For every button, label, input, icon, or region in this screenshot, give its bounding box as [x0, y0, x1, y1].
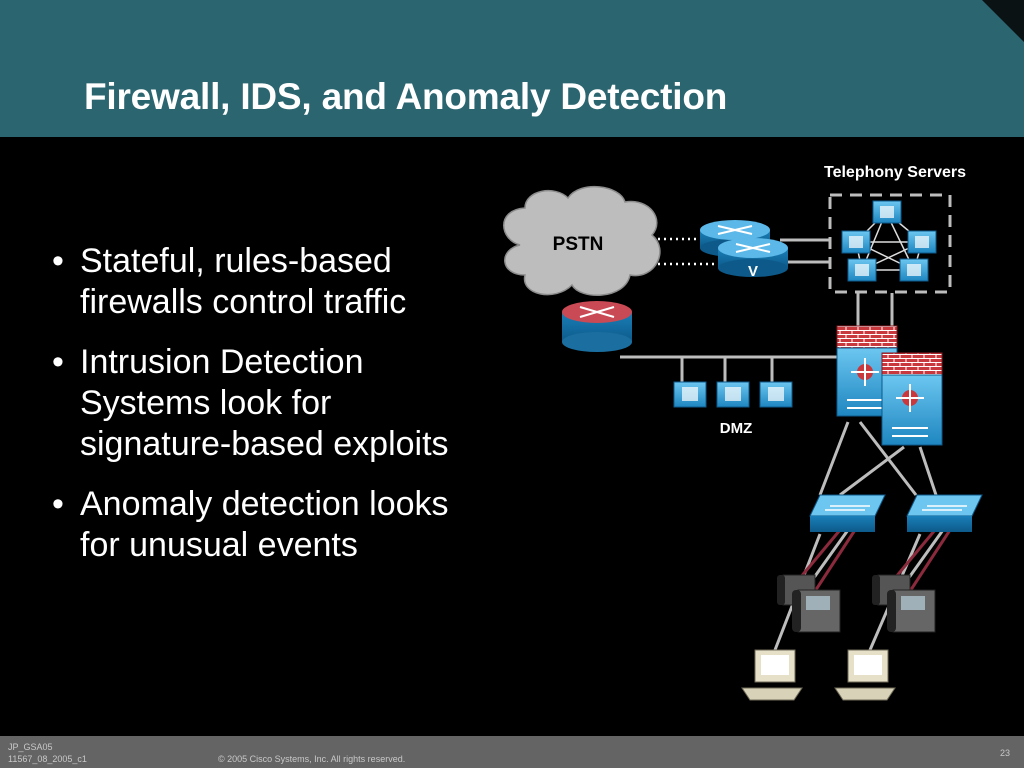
dmz-server-icon: [673, 381, 707, 408]
bullet-item: Anomaly detection looks for unusual even…: [52, 484, 482, 566]
page-number: 23: [999, 748, 1010, 758]
server-cluster-boundary: [828, 193, 952, 294]
server-icon: [841, 230, 871, 254]
slide-id: 11567_08_2005_c1: [8, 754, 87, 764]
access-switch-icon: [906, 494, 983, 532]
ip-phone-icon: [872, 574, 936, 633]
pc-icon: [741, 649, 803, 701]
bullet-item: Intrusion Detection Systems look for sig…: [52, 342, 482, 465]
server-icon: [847, 258, 877, 282]
bullet-list: Stateful, rules-based firewalls control …: [52, 241, 482, 585]
firewall-switch-icon: [881, 352, 943, 446]
footer: JP_GSA05 11567_08_2005_c1 © 2005 Cisco S…: [0, 736, 1024, 768]
pstn-label: PSTN: [553, 234, 604, 255]
corner-accent: [982, 0, 1024, 42]
server-icon: [907, 230, 937, 254]
dmz-label: DMZ: [720, 420, 753, 437]
copyright-notice: © 2005 Cisco Systems, Inc. All rights re…: [218, 754, 406, 764]
access-uplink: [818, 421, 850, 496]
slide-code: JP_GSA05: [8, 742, 53, 752]
access-switch-icon: [809, 494, 886, 532]
ip-phone-icon: [777, 574, 841, 633]
edge-router-icon: [562, 301, 632, 352]
bullet-item: Stateful, rules-based firewalls control …: [52, 241, 482, 323]
server-icon: [899, 258, 929, 282]
dmz-server-icon: [759, 381, 793, 408]
voice-gateway-icon: V: [718, 238, 788, 280]
pstn-cloud: PSTN: [503, 185, 661, 296]
server-icon: [872, 200, 902, 224]
dmz-server-icon: [716, 381, 750, 408]
slide-title: Firewall, IDS, and Anomaly Detection: [84, 76, 728, 117]
title-bar: Firewall, IDS, and Anomaly Detection: [0, 0, 1024, 137]
voice-gateway-mark: V: [748, 263, 758, 280]
telephony-servers-label: Telephony Servers: [824, 164, 966, 181]
network-diagram: PSTN V Telephony Servers: [503, 164, 983, 701]
pc-icon: [834, 649, 896, 701]
